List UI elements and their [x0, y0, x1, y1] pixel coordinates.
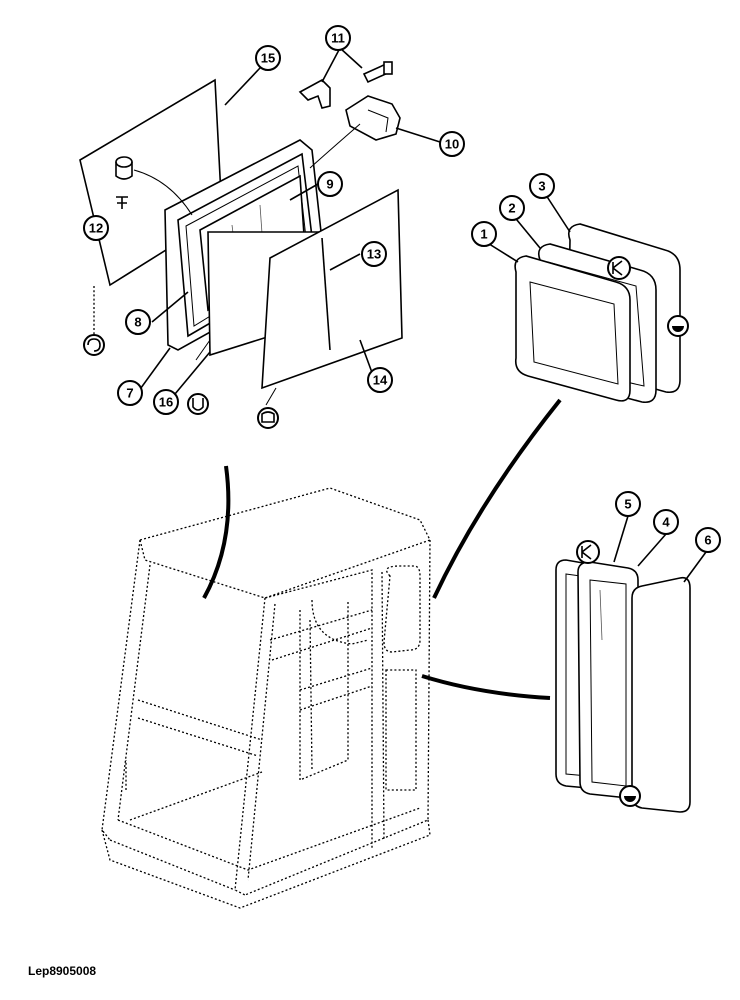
callout-13: 13	[361, 241, 387, 267]
svg-text:14: 14	[373, 373, 388, 388]
callout-11: 11	[325, 25, 351, 51]
callout-10: 10	[439, 131, 465, 157]
callout-16: 16	[153, 389, 179, 415]
callout-12: 12	[83, 215, 109, 241]
sheet-14	[261, 188, 403, 390]
svg-text:11: 11	[331, 31, 345, 46]
callout-8: 8	[125, 309, 151, 335]
callout-2: 2	[499, 195, 525, 221]
drawing-code: Lep8905008	[28, 964, 97, 978]
fold-symbol-icon	[667, 315, 689, 337]
callout-15: 15	[255, 45, 281, 71]
callout-7: 7	[117, 380, 143, 406]
door-window-assembly	[555, 515, 707, 813]
svg-text:5: 5	[624, 497, 631, 512]
glass-4	[577, 561, 639, 800]
callout-4: 4	[653, 509, 679, 535]
svg-text:7: 7	[126, 386, 133, 401]
svg-text:13: 13	[367, 247, 381, 262]
svg-text:16: 16	[159, 395, 173, 410]
svg-text:1: 1	[480, 227, 487, 242]
seal-symbol-icon	[607, 256, 631, 280]
callout-9: 9	[317, 171, 343, 197]
callout-6: 6	[695, 527, 721, 553]
rear-window-assembly	[485, 191, 689, 404]
svg-text:2: 2	[508, 201, 515, 216]
svg-text:9: 9	[326, 177, 333, 192]
clip-symbol-icon	[257, 407, 279, 429]
reverse-symbol-icon	[83, 334, 105, 356]
fold-symbol-icon-2	[619, 785, 641, 807]
callout-1: 1	[471, 221, 497, 247]
svg-text:8: 8	[134, 315, 141, 330]
svg-text:6: 6	[704, 533, 711, 548]
seal-symbol-icon-2	[576, 540, 600, 564]
cab-frame-outline	[101, 398, 562, 909]
callout-14: 14	[367, 367, 393, 393]
svg-text:4: 4	[662, 515, 670, 530]
callout-5: 5	[615, 491, 641, 517]
panel-6	[631, 576, 691, 813]
u-symbol-icon	[187, 393, 209, 415]
svg-text:10: 10	[445, 137, 459, 152]
bracket-11	[298, 79, 331, 109]
latch-10	[345, 95, 401, 141]
svg-text:12: 12	[89, 221, 103, 236]
cap-12	[115, 156, 133, 168]
svg-text:3: 3	[538, 179, 545, 194]
front-window-assembly	[79, 47, 441, 429]
callout-3: 3	[529, 173, 555, 199]
svg-text:15: 15	[261, 51, 275, 66]
